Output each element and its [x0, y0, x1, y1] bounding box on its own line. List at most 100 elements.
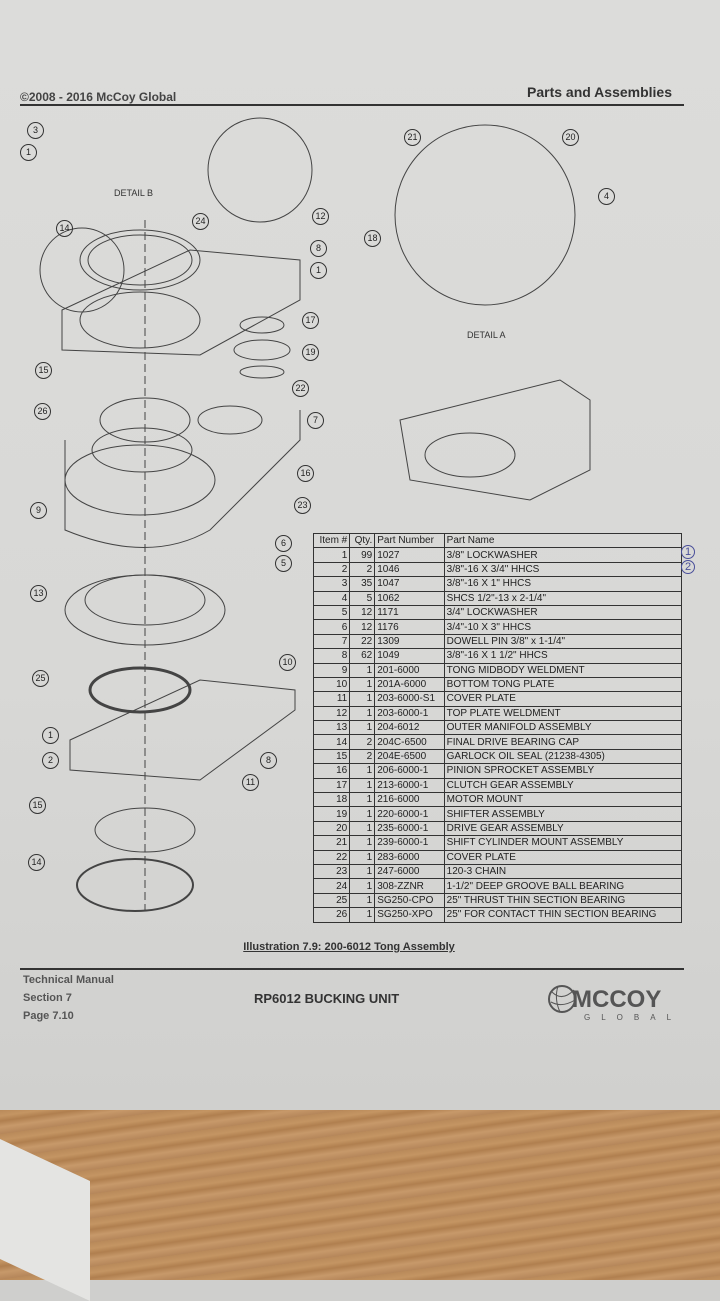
part-name: 1-1/2" DEEP GROOVE BALL BEARING — [443, 878, 683, 894]
detail-a-circle — [394, 124, 576, 306]
item-number: 26 — [312, 907, 351, 923]
quantity: 35 — [349, 576, 376, 592]
item-number: 22 — [312, 849, 351, 865]
part-number: 1047 — [374, 576, 445, 592]
item-number: 15 — [312, 748, 351, 765]
part-name: 3/8"-16 X 1 1/2" HHCS — [443, 648, 683, 664]
quantity: 2 — [349, 734, 376, 750]
part-name: 3/8"-16 X 3/4" HHCS — [443, 561, 683, 578]
detail-b-circle — [39, 227, 125, 313]
column-header: Qty. — [349, 532, 376, 549]
part-name: GARLOCK OIL SEAL (21238-4305) — [443, 748, 683, 765]
callout-item-1: 1 — [20, 144, 37, 161]
item-number: 7 — [312, 633, 351, 650]
callout-item-6: 6 — [275, 535, 292, 552]
item-number: 19 — [312, 806, 351, 822]
callout-item-11: 11 — [242, 774, 259, 791]
quantity: 1 — [349, 676, 376, 693]
column-header: Part Name — [443, 532, 683, 549]
item-number: 16 — [312, 763, 351, 779]
part-name: COVER PLATE — [443, 691, 683, 707]
callout-item-10: 10 — [279, 654, 296, 671]
part-name: OUTER MANIFOLD ASSEMBLY — [443, 720, 683, 736]
part-number: 220-6000-1 — [374, 806, 445, 822]
handwritten-mark-1: 1 — [681, 545, 695, 559]
callout-item-14: 14 — [56, 220, 73, 237]
callout-item-24: 24 — [192, 213, 209, 230]
callout-item-2: 2 — [42, 752, 59, 769]
quantity: 22 — [349, 633, 376, 650]
item-number: 6 — [312, 619, 351, 635]
callout-item-16: 16 — [297, 465, 314, 482]
item-number: 14 — [312, 734, 351, 750]
quantity: 1 — [349, 878, 376, 894]
part-name: 3/8"-16 X 1" HHCS — [443, 576, 683, 592]
item-number: 23 — [312, 863, 351, 880]
footer-section: Section 7 — [23, 992, 72, 1004]
footer-manual: Technical Manual — [23, 974, 114, 986]
part-number: 203-6000-S1 — [374, 691, 445, 707]
quantity: 1 — [349, 849, 376, 865]
footer-page: Page 7.10 — [23, 1010, 74, 1022]
item-number: 4 — [312, 590, 351, 606]
part-name: TONG MIDBODY WELDMENT — [443, 662, 683, 678]
callout-item-5: 5 — [275, 555, 292, 572]
callout-item-4: 4 — [598, 188, 615, 205]
svg-text:MCCOY: MCCOY — [572, 986, 661, 1013]
callout-item-15: 15 — [35, 362, 52, 379]
callout-item-1: 1 — [310, 262, 327, 279]
part-number: SG250-XPO — [374, 907, 445, 923]
quantity: 1 — [349, 892, 376, 909]
quantity: 5 — [349, 590, 376, 606]
part-number: 203-6000-1 — [374, 705, 445, 722]
mccoy-global-logo: MCCOY GLOBAL — [548, 985, 682, 1022]
quantity: 12 — [349, 619, 376, 635]
part-name: BOTTOM TONG PLATE — [443, 676, 683, 693]
callout-item-15: 15 — [29, 797, 46, 814]
part-name: CLUTCH GEAR ASSEMBLY — [443, 777, 683, 794]
item-number: 24 — [312, 878, 351, 894]
part-number: 239-6000-1 — [374, 835, 445, 851]
item-number: 9 — [312, 662, 351, 678]
item-number: 5 — [312, 604, 351, 621]
callout-item-1: 1 — [42, 727, 59, 744]
part-number: 1176 — [374, 619, 445, 635]
callout-item-19: 19 — [302, 344, 319, 361]
illustration-caption: Illustration 7.9: 200-6012 Tong Assembly — [243, 941, 455, 953]
part-number: 283-6000 — [374, 849, 445, 865]
callout-item-22: 22 — [292, 380, 309, 397]
quantity: 1 — [349, 907, 376, 923]
callout-item-20: 20 — [562, 129, 579, 146]
callout-item-18: 18 — [364, 230, 381, 247]
quantity: 1 — [349, 792, 376, 808]
top-plate — [61, 249, 301, 356]
item-number: 20 — [312, 820, 351, 837]
footer-unit-title: RP6012 BUCKING UNIT — [254, 991, 400, 1006]
item-number: 13 — [312, 720, 351, 736]
part-number: 204E-6500 — [374, 748, 445, 765]
part-name: 3/4"-10 X 3" HHCS — [443, 619, 683, 635]
part-name: SHIFTER ASSEMBLY — [443, 806, 683, 822]
svg-text:GLOBAL: GLOBAL — [584, 1013, 682, 1022]
part-number: 235-6000-1 — [374, 820, 445, 837]
part-name: SHIFT CYLINDER MOUNT ASSEMBLY — [443, 835, 683, 851]
part-number: 247-6000 — [374, 863, 445, 880]
item-number: 17 — [312, 777, 351, 794]
detail-b-label: DETAIL B — [114, 188, 154, 198]
part-name: FINAL DRIVE BEARING CAP — [443, 734, 683, 750]
quantity: 1 — [349, 720, 376, 736]
part-number: 1062 — [374, 590, 445, 606]
part-number: 206-6000-1 — [374, 763, 445, 779]
